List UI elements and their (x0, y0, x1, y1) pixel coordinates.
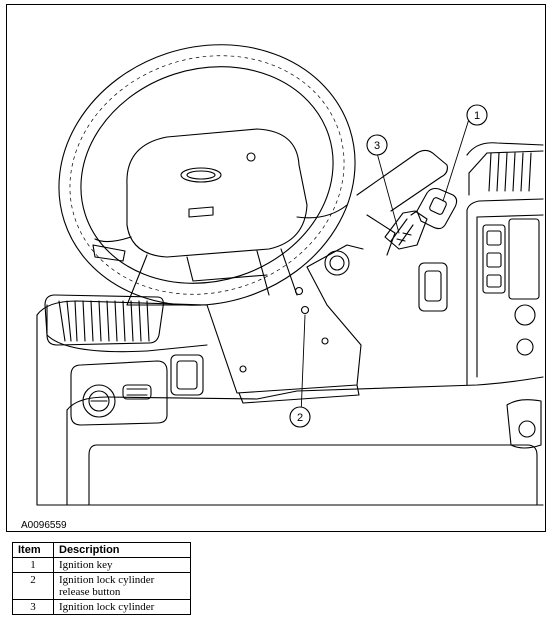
legend-table: Item Description 1 Ignition key 2 Igniti… (12, 542, 191, 615)
left-air-vent (44, 294, 164, 346)
legend-item-number: 3 (12, 599, 54, 615)
ignition-lock-cylinder-assembly (384, 187, 458, 250)
callout-1: 1 (466, 104, 488, 126)
legend-header-item: Item (12, 542, 54, 558)
legend-item-number: 1 (12, 557, 54, 573)
callout-2: 2 (289, 406, 311, 428)
legend-item-description: Ignition lock cylinder (53, 599, 191, 615)
center-console (466, 142, 544, 449)
release-button (300, 305, 310, 315)
headlamp-switch (70, 360, 168, 426)
hazard-switch (418, 262, 448, 312)
dashboard-panel (36, 198, 544, 506)
ignition-key (416, 187, 458, 230)
figure-id: A0096559 (21, 520, 67, 531)
table-row: 3 Ignition lock cylinder (12, 599, 191, 615)
legend-item-description: Ignition lock cylinder release button (53, 572, 191, 600)
svg-text:2: 2 (297, 412, 303, 424)
knee-bolster (206, 266, 362, 404)
diagram-frame: 1 3 2 A0096559 (6, 4, 546, 532)
legend-header-row: Item Description (12, 542, 191, 558)
dashboard-illustration: 1 3 2 (36, 44, 544, 506)
leader-1 (442, 118, 470, 202)
table-row: 1 Ignition key (12, 557, 191, 573)
leader-3 (376, 152, 400, 234)
legend-item-description: Ignition key (53, 557, 191, 573)
steering-column (306, 149, 448, 276)
svg-text:3: 3 (374, 140, 380, 152)
steering-wheel (58, 44, 356, 306)
small-switch (170, 354, 204, 396)
svg-text:1: 1 (474, 110, 480, 122)
ignition-switch-bezel (324, 250, 350, 276)
table-row: 2 Ignition lock cylinder release button (12, 572, 191, 600)
legend-header-description: Description (53, 542, 191, 558)
legend-item-number: 2 (12, 572, 54, 600)
leader-2 (300, 314, 306, 416)
callout-3: 3 (366, 134, 388, 156)
callout-leaders (300, 118, 470, 416)
